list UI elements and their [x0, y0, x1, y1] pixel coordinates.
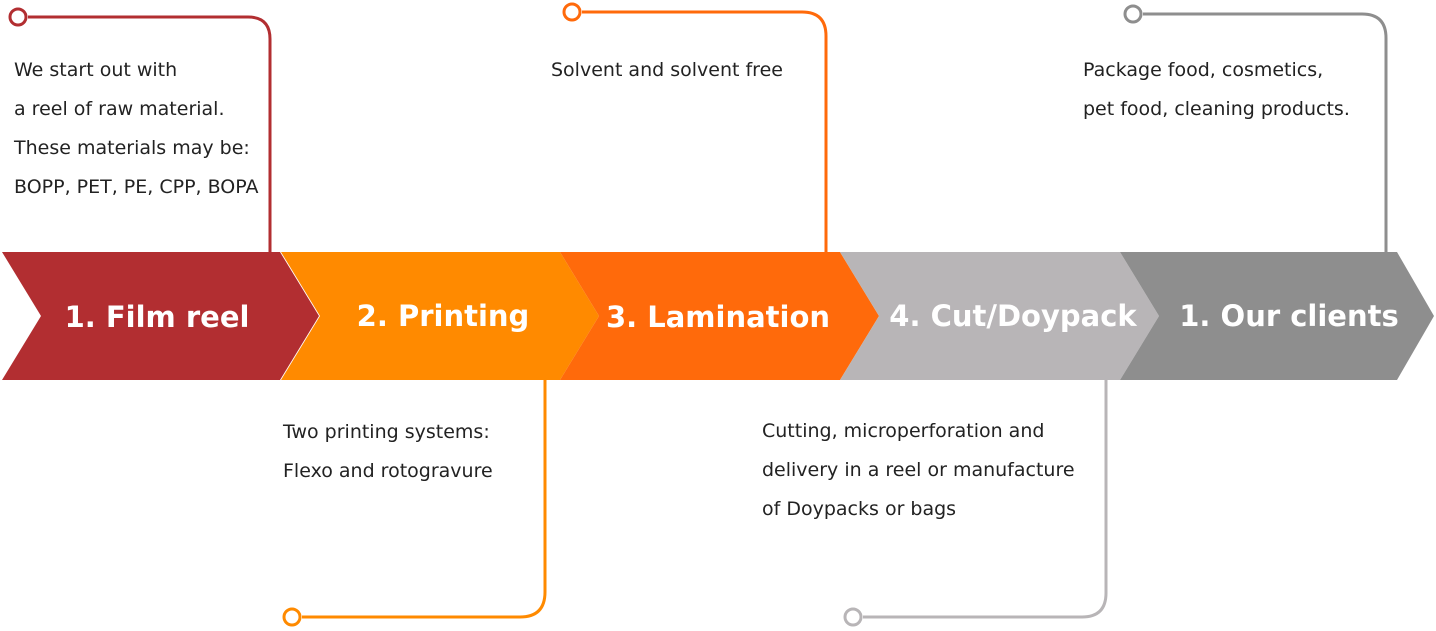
printing-description: Two printing systems: Flexo and rotograv… — [283, 413, 493, 491]
cut-doypack-description: Cutting, microperforation and delivery i… — [762, 412, 1075, 529]
connector-node-film-reel — [8, 7, 28, 27]
description-line: pet food, cleaning products. — [1083, 98, 1350, 120]
connector-node-cut-doypack — [843, 607, 863, 627]
our-clients-description: Package food, cosmetics, pet food, clean… — [1083, 51, 1350, 129]
connector-film-reel — [28, 15, 272, 254]
step-lamination-arrow — [560, 252, 879, 380]
description-line: We start out with — [14, 59, 178, 81]
step-cut-doypack-arrow — [840, 252, 1159, 380]
connector-node-our-clients — [1123, 4, 1143, 24]
description-line: delivery in a reel or manufacture — [762, 459, 1075, 481]
description-line: Package food, cosmetics, — [1083, 59, 1324, 81]
description-line: These materials may be: — [14, 137, 250, 159]
step-our-clients-label: 1. Our clients — [1179, 299, 1399, 333]
description-line: Solvent and solvent free — [551, 59, 783, 81]
connector-cut-doypack — [863, 378, 1108, 619]
step-printing-label: 2. Printing — [357, 299, 530, 333]
step-cut-doypack-label: 4. Cut/Doypack — [889, 299, 1137, 333]
description-line: Flexo and rotogravure — [283, 460, 493, 482]
lamination-description: Solvent and solvent free — [551, 51, 783, 90]
description-line: Two printing systems: — [283, 421, 490, 443]
description-line: BOPP, PET, PE, CPP, BOPA — [14, 176, 259, 198]
film-reel-description: We start out with a reel of raw material… — [14, 51, 259, 207]
connector-our-clients — [1143, 12, 1388, 254]
step-lamination-label: 3. Lamination — [606, 300, 830, 334]
step-film-reel-label: 1. Film reel — [65, 300, 250, 334]
step-printing-arrow — [281, 252, 599, 380]
step-our-clients-arrow — [1120, 252, 1434, 380]
step-film-reel-arrow — [2, 252, 319, 380]
description-line: a reel of raw material. — [14, 98, 225, 120]
description-line: Cutting, microperforation and — [762, 420, 1045, 442]
connector-node-printing — [282, 607, 302, 627]
connector-lamination — [582, 10, 828, 254]
connector-node-lamination — [562, 2, 582, 22]
connector-printing — [302, 378, 547, 619]
description-line: of Doypacks or bags — [762, 498, 957, 520]
